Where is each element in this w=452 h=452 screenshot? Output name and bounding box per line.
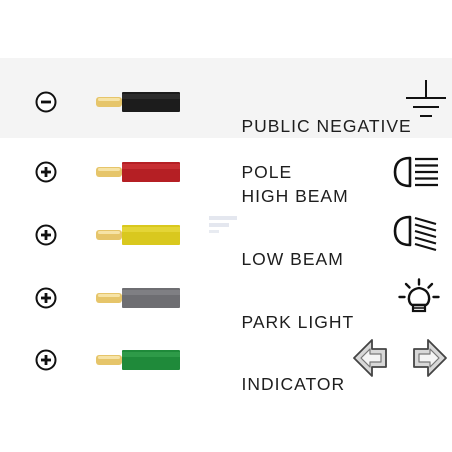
ground-icon — [406, 80, 446, 117]
plus-circle-icon — [35, 224, 57, 246]
label-public-negative-pole: PUBLIC NEGATIVE POLE — [218, 92, 412, 207]
label-line-1: LOW BEAM — [241, 249, 344, 269]
legend-row-low-beam: LOW BEAM — [0, 215, 452, 269]
plus-circle-icon — [35, 349, 57, 371]
wire-red — [96, 162, 180, 182]
label-high-beam: HIGH BEAM — [218, 162, 349, 231]
high-beam-icon — [393, 156, 438, 188]
plus-circle-icon — [35, 161, 57, 183]
legend-row-ground: PUBLIC NEGATIVE POLE — [0, 80, 452, 182]
wire-black — [96, 92, 180, 112]
legend-row-park-light: PARK LIGHT — [0, 278, 452, 332]
legend-row-high-beam: HIGH BEAM — [0, 152, 452, 206]
label-line-2: POLE — [241, 162, 293, 182]
wire-grey — [96, 288, 180, 308]
label-indicator: INDICATOR — [218, 350, 345, 419]
minus-circle-icon — [35, 91, 57, 113]
label-line-1: PUBLIC NEGATIVE — [241, 116, 412, 136]
label-line-1: PARK LIGHT — [241, 312, 355, 332]
watermark-logo — [209, 216, 237, 233]
label-park-light: PARK LIGHT — [218, 288, 354, 357]
low-beam-icon — [393, 215, 437, 252]
park-light-icon — [398, 278, 440, 313]
wire-yellow — [96, 225, 180, 245]
indicator-arrows-icon — [353, 339, 447, 377]
label-line-1: INDICATOR — [241, 374, 346, 394]
plus-circle-icon — [35, 287, 57, 309]
label-line-1: HIGH BEAM — [241, 186, 349, 206]
label-low-beam: LOW BEAM — [218, 225, 344, 294]
header-background-band — [0, 58, 452, 138]
legend-row-indicator: INDICATOR — [0, 339, 452, 394]
wire-green — [96, 350, 180, 370]
